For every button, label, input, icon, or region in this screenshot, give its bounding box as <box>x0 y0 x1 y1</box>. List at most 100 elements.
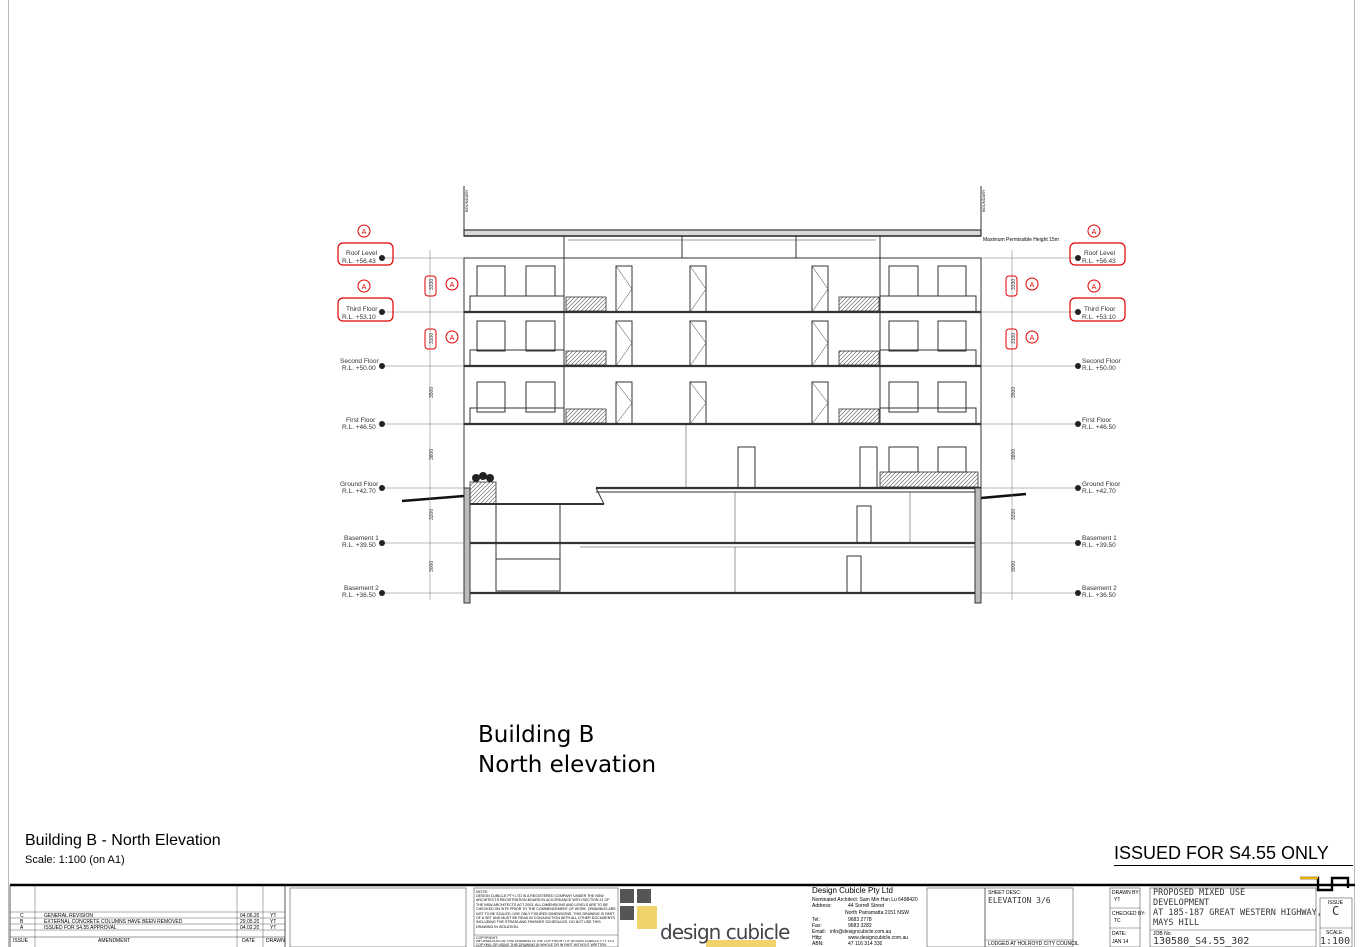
level-name: First Floor <box>346 417 376 424</box>
dim-2-left: 3100 <box>429 333 435 344</box>
level-name: Basement 1 <box>1082 535 1117 542</box>
level-rl: R.L. +46.50 <box>342 424 376 431</box>
firm-name: Design Cubicle Pty Ltd <box>812 886 893 895</box>
issued-for-label: ISSUED FOR S4.55 ONLY <box>1114 843 1353 866</box>
level-name: Basement 2 <box>344 585 379 592</box>
copyright-text: INFORMATION ON THIS DRAWING IS THE COPYR… <box>476 940 614 947</box>
firm-website[interactable]: www.designcubicle.com.au <box>848 935 909 941</box>
firm-http-label: Http: <box>812 935 823 941</box>
dim-3-left: 3500 <box>429 387 435 398</box>
level-name: Second Floor <box>1082 358 1121 365</box>
datum-marker-icon <box>379 421 385 427</box>
firm-abn-label: ABN: <box>812 941 824 947</box>
dimension-labels: 3330 3100 3500 3800 3200 3000 3330 3100 … <box>429 279 1017 572</box>
level-b1-right: Basement 1 R.L. +39.50 <box>1075 535 1117 549</box>
level-name: Roof Level <box>1084 250 1116 257</box>
firm-email-label: Email: <box>812 929 826 935</box>
level-name: Second Floor <box>340 358 379 365</box>
dim-5-left: 3200 <box>429 509 435 520</box>
level-ground-left: Ground Floor R.L. +42.70 <box>340 481 385 495</box>
firm-tel: 9683 2778 <box>848 917 872 923</box>
level-rl: R.L. +50.00 <box>342 365 376 372</box>
lodged-at: LODGED AT HOLROYD CITY COUNCIL <box>988 941 1079 947</box>
job-no-label: JOB No. <box>1153 931 1172 937</box>
date-label: DATE: <box>1112 931 1127 937</box>
level-third-right: A Third Floor R.L. +53.10 <box>1069 279 1126 322</box>
ground-floor <box>463 424 982 493</box>
dim-6-right: 3000 <box>1011 561 1017 572</box>
datum-marker-icon <box>1075 421 1081 427</box>
boundary-lines <box>463 186 982 230</box>
level-third-left: A Third Floor R.L. +53.10 <box>337 279 394 322</box>
revision-tag-icon: A <box>362 229 367 236</box>
datum-marker-icon <box>379 309 385 315</box>
date-value: JAN 14 <box>1112 939 1129 945</box>
level-name: Ground Floor <box>1082 481 1121 488</box>
level-rl: R.L. +53.10 <box>1082 314 1116 321</box>
datum-marker-icon <box>1075 363 1081 369</box>
checked-by: TC <box>1114 918 1121 924</box>
building-upper <box>463 257 982 426</box>
dim-2-right: 3100 <box>1011 333 1017 344</box>
level-first-left: First Floor R.L. +46.50 <box>342 417 385 431</box>
sheet-desc: ELEVATION 3/6 <box>988 896 1051 905</box>
dim-5-right: 3200 <box>1011 509 1017 520</box>
datum-marker-icon <box>1075 255 1081 261</box>
issue-value: C <box>1332 904 1340 918</box>
level-rl: R.L. +42.70 <box>342 488 376 495</box>
dim-3-right: 3500 <box>1011 387 1017 398</box>
level-roof-right: A Roof Level R.L. +56.43 <box>1069 224 1126 266</box>
firm-architect: Nominated Architect: Sam Min Han Lu 6498… <box>812 897 918 903</box>
max-height-label: Maximum Permissible Height 15m <box>983 237 1059 243</box>
level-roof-left: A Roof Level R.L. +56.43 <box>337 224 394 266</box>
level-name: Basement 1 <box>344 535 379 542</box>
copyright-heading: COPYRIGHT: <box>476 936 498 940</box>
amend-issue: B <box>20 919 24 925</box>
firm-fax-label: Fax: <box>812 923 822 929</box>
header-drawn: DRAWN <box>266 938 285 944</box>
revision-tag-icon: A <box>1030 282 1035 289</box>
amend-issue: C <box>20 913 24 919</box>
revision-tag-icon: A <box>450 335 455 342</box>
level-rl: R.L. +56.43 <box>1082 258 1116 265</box>
header-amendment: AMENDMENT <box>98 938 131 944</box>
level-rl: R.L. +56.43 <box>342 258 376 265</box>
level-name: Third Floor <box>1084 306 1116 313</box>
level-second-right: Second Floor R.L. +50.00 <box>1075 358 1121 372</box>
scale-value: 1:100 <box>1320 936 1351 947</box>
revision-tag-icon: A <box>1030 335 1035 342</box>
level-ground-right: Ground Floor R.L. +42.70 <box>1075 481 1121 495</box>
level-second-left: Second Floor R.L. +50.00 <box>340 358 385 372</box>
natural-ground <box>401 492 1027 503</box>
note-heading: NOTE: <box>476 889 489 894</box>
amend-by: YT <box>270 919 277 925</box>
datum-marker-icon <box>1075 540 1081 546</box>
project-line-2: DEVELOPMENT <box>1153 898 1210 908</box>
dim-1-right: 3330 <box>1011 279 1017 290</box>
datum-marker-icon <box>379 540 385 546</box>
note-text: DESIGN CUBICLE PTY LTD IS A REGISTERED C… <box>476 894 616 929</box>
level-rl: R.L. +39.50 <box>342 542 376 549</box>
amend-date: 29.05.20 <box>240 919 260 925</box>
amend-text: EXTERNAL CONCRETE COLUMNS HAVE BEEN REMO… <box>44 919 183 925</box>
caption-elevation: North elevation <box>478 752 657 778</box>
level-name: Ground Floor <box>340 481 379 488</box>
logo-wordmark: design cubicle <box>660 920 790 944</box>
job-no: 130580_S4.55_302 <box>1153 936 1250 947</box>
page-frame <box>8 0 1355 947</box>
firm-address1: 44 Sorrell Street <box>848 903 885 909</box>
datum-marker-icon <box>379 590 385 596</box>
level-name: First Floor <box>1082 417 1112 424</box>
header-issue: ISSUE <box>13 938 29 944</box>
level-b2-left: Basement 2 R.L. +36.50 <box>342 585 385 599</box>
datum-marker-icon <box>1075 309 1081 315</box>
level-name: Roof Level <box>346 250 378 257</box>
sheet-scale: Scale: 1:100 (on A1) <box>25 854 125 866</box>
project-line-1: PROPOSED MIXED USE <box>1153 888 1246 898</box>
header-date: DATE <box>242 938 255 944</box>
firm-email[interactable]: info@designcubicle.com.au <box>830 929 892 935</box>
amend-date: 04.02.20 <box>240 925 260 931</box>
revision-tag-icon: A <box>450 282 455 289</box>
dim-4-left: 3800 <box>429 449 435 460</box>
